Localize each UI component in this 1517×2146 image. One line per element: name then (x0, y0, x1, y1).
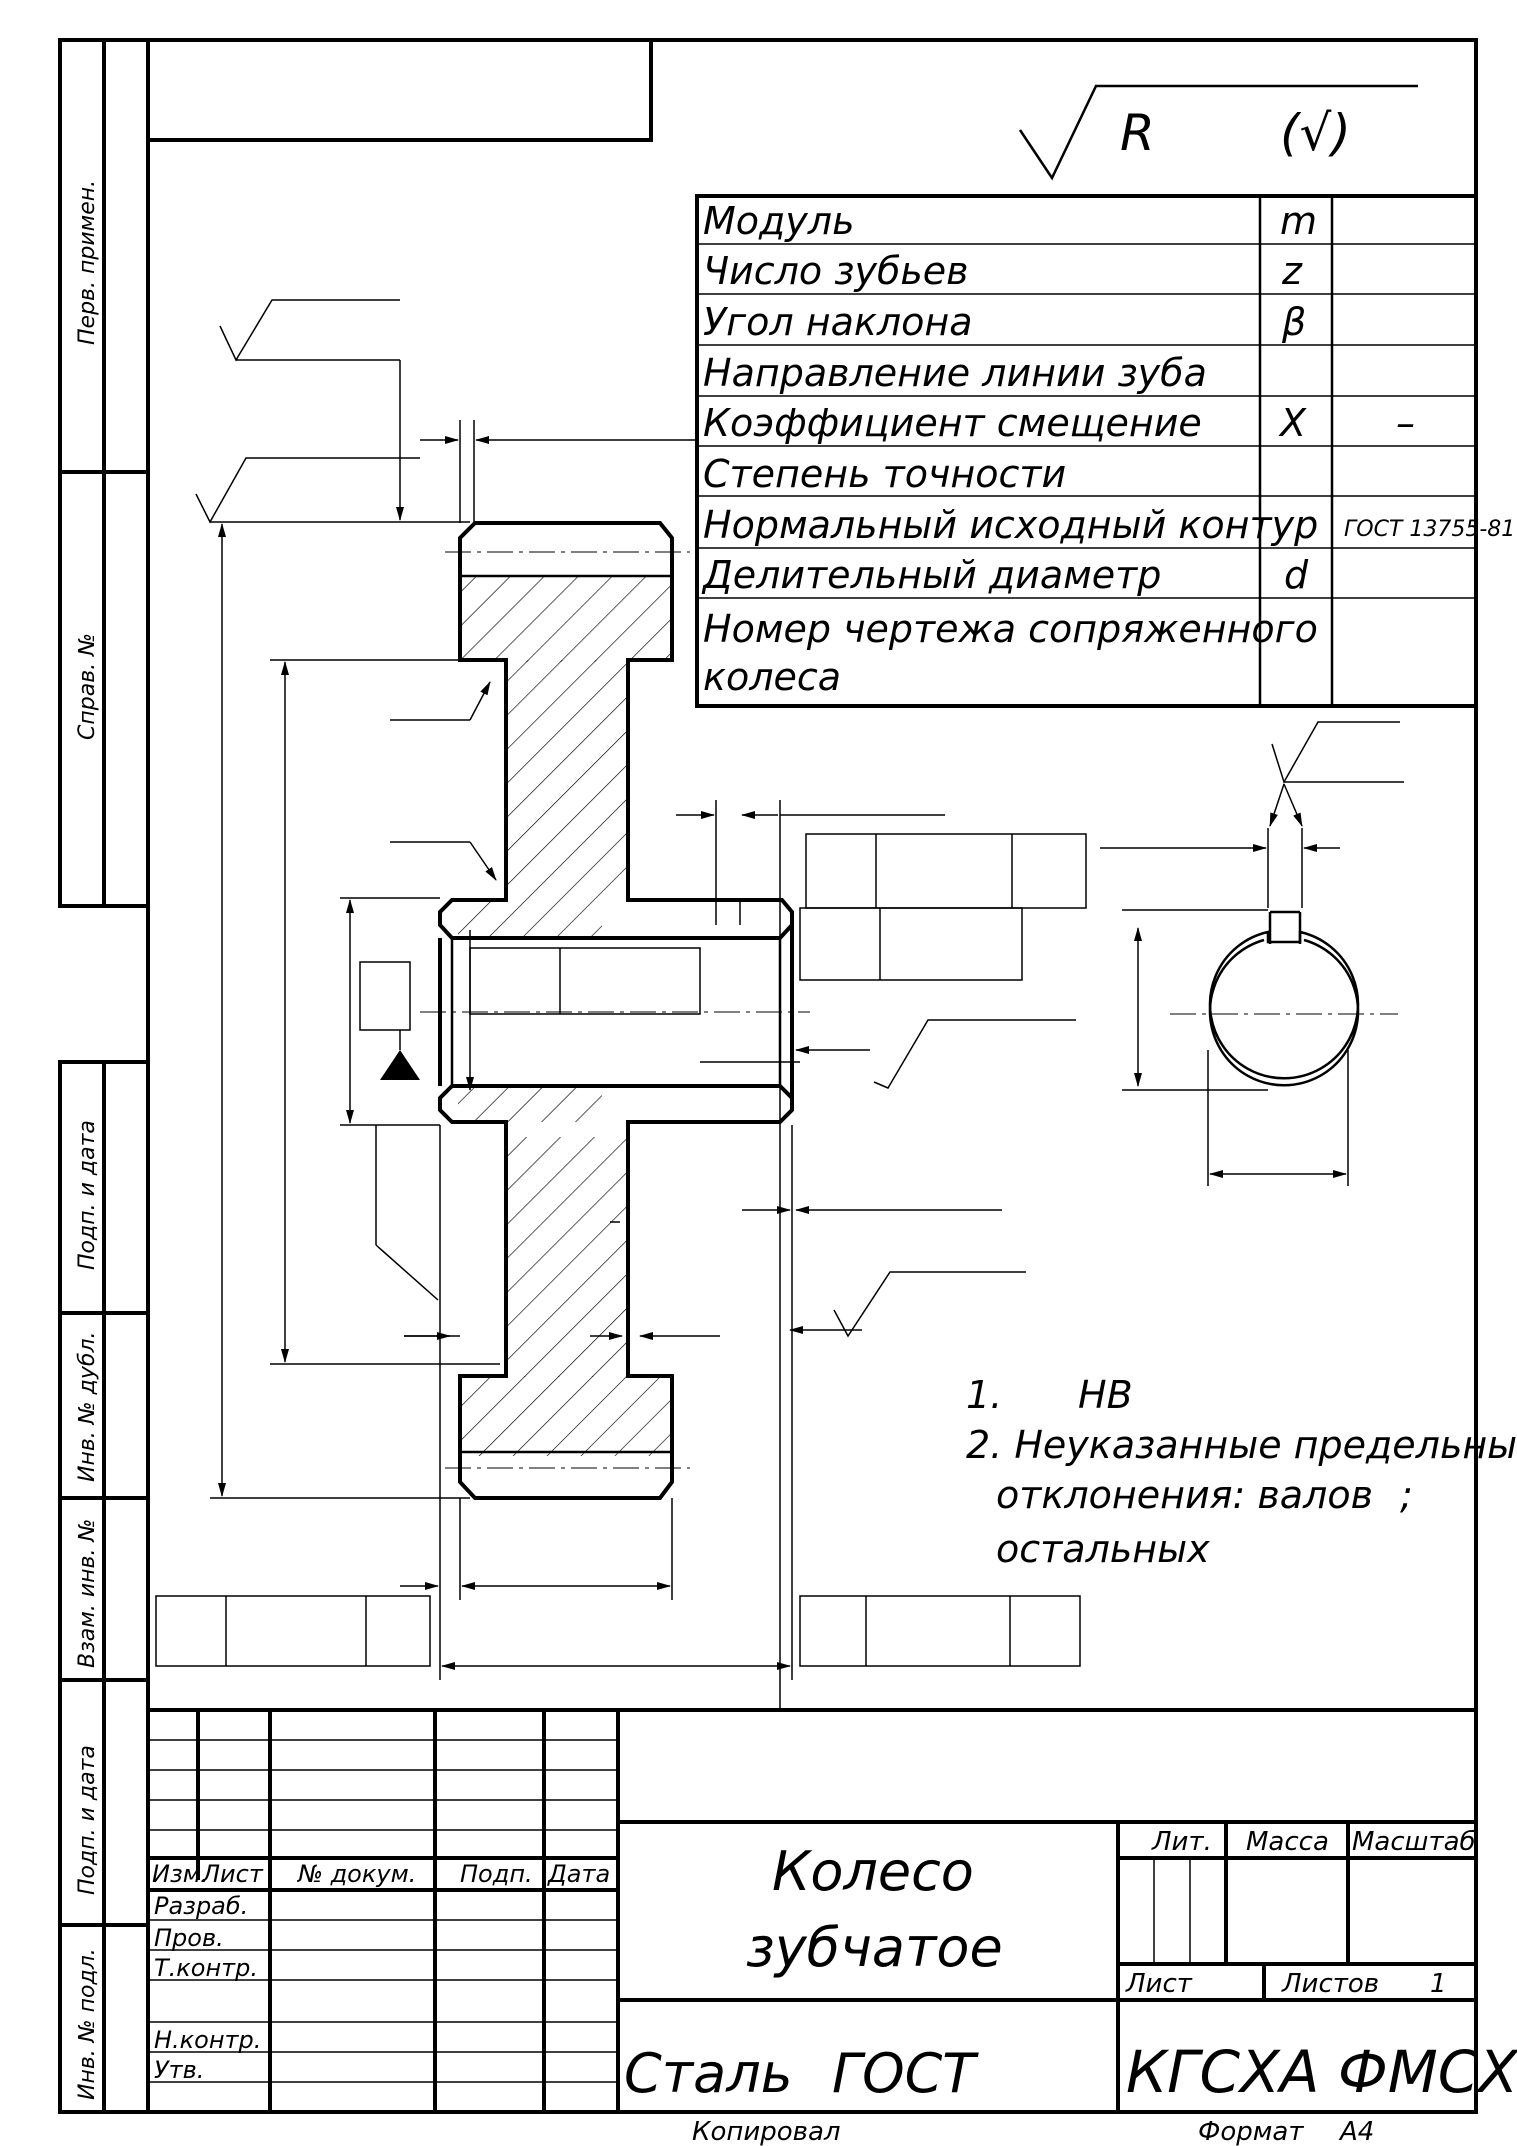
roughness-r-label: R (1120, 104, 1155, 162)
param-symbol-shift: X (1278, 401, 1307, 445)
tb-header-list: Лист (201, 1860, 264, 1888)
params-table (695, 194, 1478, 708)
roughness-symbol: R (√) (1018, 84, 1418, 181)
tb-mass-label: Масса (1246, 1827, 1329, 1857)
technical-notes: 1. HB 2. Неуказанные предельные отклонен… (966, 1373, 1517, 1571)
tb-sheet-label: Лист (1125, 1969, 1193, 1999)
tb-material: Сталь (624, 2042, 793, 2105)
side-label-inv-dubl: Инв. № дубл. (75, 1331, 100, 1482)
keyway-section (1100, 721, 1404, 1186)
footer-format-value: А4 (1338, 2117, 1374, 2146)
sheet-frame (58, 38, 1478, 2114)
title-block (148, 1708, 1476, 2112)
param-symbol-diameter: d (1284, 553, 1309, 597)
tb-role-utv: Утв. (154, 2056, 204, 2084)
tb-material-std: ГОСТ (832, 2042, 979, 2105)
tb-title-line1: Колесо (772, 1840, 974, 1903)
tb-sheets-value: 1 (1430, 1969, 1447, 1999)
note2-line2: отклонения: валов (996, 1473, 1373, 1517)
note2-line3: остальных (996, 1527, 1210, 1571)
tb-role-tkontr: Т.контр. (154, 1954, 258, 1982)
footer-format-label: Формат (1198, 2117, 1304, 2146)
gear-lower-half (438, 1084, 794, 1500)
param-name-direction: Направление линии зуба (703, 351, 1207, 395)
param-value-contour: ГОСТ 13755-81 (1344, 517, 1515, 542)
gear-section (420, 521, 810, 1710)
param-symbol-module: m (1280, 199, 1317, 243)
roughness-rest-mark: (√) (1280, 104, 1351, 162)
param-value-shift: – (1396, 401, 1415, 445)
note1-hardness: HB (1078, 1373, 1133, 1417)
side-label-podp-data-2: Подп. и дата (75, 1745, 100, 1895)
tb-organization: КГСХА ФМСХ (1126, 2038, 1517, 2106)
params-table-text: Модуль m Число зубьев z Угол наклона β Н… (701, 199, 1515, 699)
side-label-vzam-inv: Взам. инв. № (75, 1519, 100, 1668)
tb-header-doc: № докум. (296, 1860, 416, 1888)
tb-role-prov: Пров. (154, 1924, 224, 1952)
note2-separator: ; (1400, 1473, 1413, 1517)
gear-dimensions (155, 299, 1087, 1680)
param-symbol-angle: β (1281, 300, 1306, 344)
side-label-perv-primen: Перв. примен. (75, 180, 100, 345)
param-name-mating-line2: колеса (703, 655, 841, 699)
param-name-diameter: Делительный диаметр (701, 553, 1161, 597)
tb-role-nkontr: Н.контр. (154, 2026, 261, 2054)
tb-header-podp: Подп. (460, 1860, 533, 1888)
tb-lit-label: Лит. (1151, 1827, 1212, 1857)
note1-number: 1. (966, 1373, 1002, 1417)
tb-header-date: Дата (547, 1860, 610, 1888)
side-label-podp-data-1: Подп. и дата (75, 1120, 100, 1270)
param-name-shift: Коэффициент смещение (703, 401, 1202, 445)
param-name-accuracy: Степень точности (703, 452, 1066, 496)
top-stamp-box (146, 38, 653, 142)
note2-line1: 2. Неуказанные предельные (966, 1423, 1517, 1467)
tb-header-izm: Изм. (152, 1860, 208, 1888)
tb-role-razrab: Разраб. (154, 1892, 248, 1920)
param-name-mating-line1: Номер чертежа сопряженного (703, 607, 1318, 651)
tb-sheets-label: Листов (1281, 1969, 1379, 1999)
tb-title-line2: зубчатое (746, 1916, 1003, 1979)
param-name-teeth: Число зубьев (703, 249, 969, 293)
param-symbol-teeth: z (1281, 249, 1303, 293)
param-name-contour: Нормальный исходный контур (703, 503, 1318, 547)
side-label-inv-podl: Инв. № подл. (75, 1948, 100, 2100)
footer-copied: Копировал (692, 2117, 841, 2146)
side-label-sprav-no: Справ. № (75, 633, 100, 740)
param-name-module: Модуль (703, 199, 854, 243)
param-name-angle: Угол наклона (703, 300, 973, 344)
tb-scale-label: Масштаб (1352, 1827, 1476, 1857)
title-block-text: Изм. Лист № докум. Подп. Дата Разраб. Пр… (152, 1827, 1517, 2106)
